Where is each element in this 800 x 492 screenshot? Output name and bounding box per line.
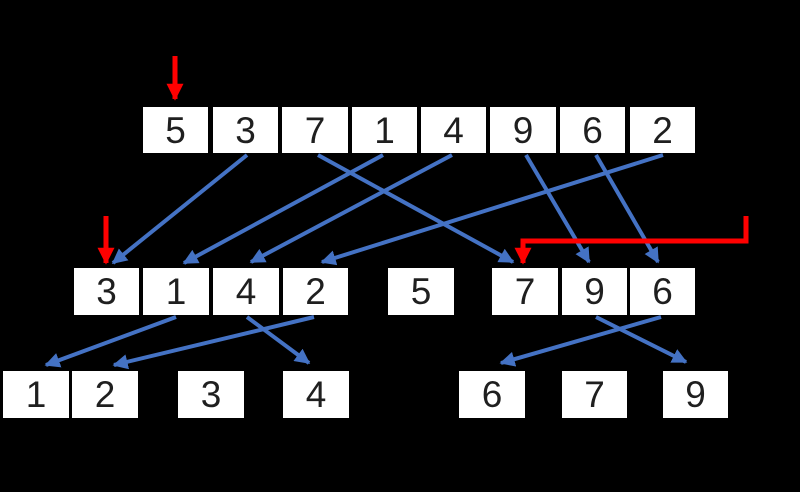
move-arrow-mid-4-to-bot-4 bbox=[245, 315, 311, 365]
bot-cell-5: 7 bbox=[562, 371, 627, 418]
pivot-arrow-bent bbox=[514, 216, 749, 265]
move-arrow-mid-9-to-bot-9 bbox=[595, 315, 688, 364]
mid-cell-4: 5 bbox=[388, 268, 454, 315]
mid-cell-5: 7 bbox=[492, 268, 558, 315]
move-arrow-top-4-to-mid-4 bbox=[249, 153, 453, 264]
move-arrow-top-2-to-mid-2 bbox=[320, 153, 664, 266]
move-arrow-top-9-to-mid-9 bbox=[524, 153, 591, 264]
top-cell-7: 2 bbox=[630, 107, 695, 153]
top-cell-4: 4 bbox=[421, 107, 486, 153]
mid-cell-2: 4 bbox=[213, 268, 279, 315]
move-arrow-mid-1-to-bot-1 bbox=[44, 315, 177, 368]
top-cell-2: 7 bbox=[282, 107, 348, 153]
bot-cell-3: 4 bbox=[283, 371, 349, 418]
mid-cell-6: 9 bbox=[562, 268, 627, 315]
mid-cell-0: 3 bbox=[74, 268, 139, 315]
mid-cell-1: 1 bbox=[143, 268, 209, 315]
top-cell-5: 9 bbox=[490, 107, 556, 153]
mid-cell-3: 2 bbox=[283, 268, 348, 315]
bot-cell-6: 9 bbox=[663, 371, 728, 418]
top-cell-0: 5 bbox=[143, 107, 208, 153]
bot-cell-0: 1 bbox=[3, 371, 69, 418]
bot-cell-4: 6 bbox=[459, 371, 525, 418]
top-cell-1: 3 bbox=[213, 107, 278, 153]
bot-cell-2: 3 bbox=[178, 371, 244, 418]
top-cell-6: 6 bbox=[560, 107, 625, 153]
top-cell-3: 1 bbox=[352, 107, 417, 153]
move-arrow-top-3-to-mid-3 bbox=[111, 153, 249, 265]
mid-cell-7: 6 bbox=[630, 268, 695, 315]
bot-cell-1: 2 bbox=[72, 371, 138, 418]
move-arrow-mid-6-to-bot-6 bbox=[499, 315, 662, 367]
move-arrow-mid-2-to-bot-2 bbox=[112, 315, 315, 370]
move-arrow-top-1-to-mid-1 bbox=[182, 153, 384, 265]
